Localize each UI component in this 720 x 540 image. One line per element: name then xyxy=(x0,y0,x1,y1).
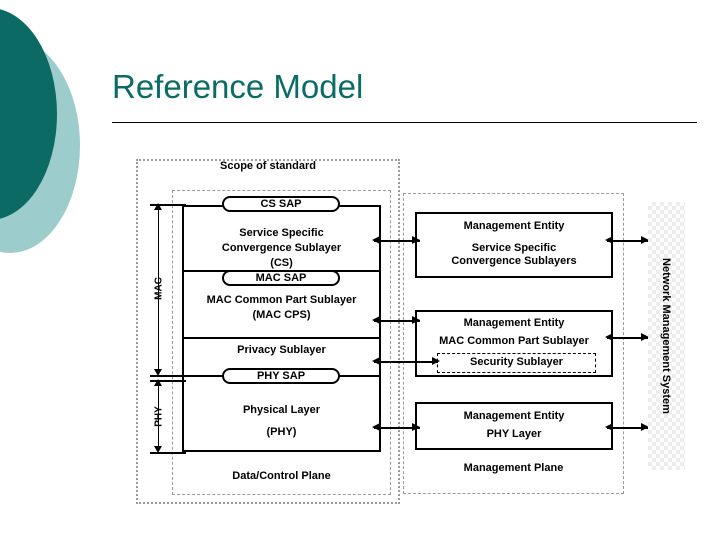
phy-bracket-line xyxy=(158,382,159,450)
layer-phy-line1: Physical Layer xyxy=(242,404,321,416)
connector-me-phy-to-nms xyxy=(607,427,665,429)
management-entity-cs-title: Management Entity xyxy=(463,220,565,232)
management-entity-mac-box: Management Entity MAC Common Part Sublay… xyxy=(415,310,613,377)
security-sublayer-box: Security Sublayer xyxy=(437,353,596,373)
management-entity-cs-box: Management Entity Service Specific Conve… xyxy=(415,212,613,278)
layer-cs-line3: (CS) xyxy=(270,257,293,269)
layer-phy-text: Physical Layer (PHY) xyxy=(182,399,381,443)
title-divider xyxy=(112,122,697,123)
connector-nms-mac-arrow-right xyxy=(641,333,649,341)
scope-of-standard-box xyxy=(136,159,400,504)
management-entity-cs-subtitle-2: Convergence Sublayers xyxy=(451,255,577,267)
connector-nms-mac-arrow-left xyxy=(605,333,613,341)
connector-mac-arrow-left xyxy=(372,316,380,324)
connector-phy-arrow-right xyxy=(412,423,420,431)
layer-privacy-line1: Privacy Sublayer xyxy=(237,344,326,356)
connector-privacy-to-security xyxy=(374,361,438,363)
connector-nms-phy-arrow-right xyxy=(641,423,649,431)
network-management-system-box xyxy=(648,202,685,470)
mac-bracket-line xyxy=(158,206,159,373)
connector-nms-cs-arrow-right xyxy=(641,236,649,244)
mac-bracket-top-tick xyxy=(150,204,186,206)
connector-me-mac-to-nms xyxy=(607,337,665,339)
connector-nms-cs-arrow-left xyxy=(605,236,613,244)
sap-phy: PHY SAP xyxy=(222,368,340,384)
sap-mac: MAC SAP xyxy=(222,270,340,286)
layer-mac-cps-line1: MAC Common Part Sublayer xyxy=(206,294,357,306)
stack-divider-privacy xyxy=(182,337,381,339)
connector-nms-phy-arrow-left xyxy=(605,423,613,431)
page-title: Reference Model xyxy=(112,68,364,105)
management-entity-cs-subtitle-1: Service Specific xyxy=(471,242,557,254)
connector-mac-arrow-right xyxy=(412,316,420,324)
management-plane-box xyxy=(403,193,624,494)
phy-bracket-bottom-tick xyxy=(150,452,186,454)
connector-privacy-arrow-left xyxy=(372,357,380,365)
mac-bracket-label: MAC xyxy=(153,277,165,300)
management-plane-label: Management Plane xyxy=(463,462,564,474)
layer-phy-line2: (PHY) xyxy=(266,426,297,438)
connector-me-cs-to-nms xyxy=(607,240,665,242)
phy-bracket-arrow-down xyxy=(154,446,162,453)
connector-security-arrow-right xyxy=(432,357,440,365)
layer-mac-cps-line2: (MAC CPS) xyxy=(252,309,311,321)
sap-cs: CS SAP xyxy=(222,196,340,212)
phy-bracket-top-tick xyxy=(150,380,186,382)
layer-mac-cps-text: MAC Common Part Sublayer (MAC CPS) xyxy=(182,293,381,323)
mac-bracket-bottom-tick xyxy=(150,375,186,377)
connector-cs-arrow-left xyxy=(372,236,380,244)
data-control-plane-label: Data/Control Plane xyxy=(232,470,331,482)
layer-cs-line2: Convergence Sublayer xyxy=(221,242,342,254)
network-management-system-label: Network Management System xyxy=(660,258,673,414)
connector-cs-to-me xyxy=(374,240,420,242)
management-entity-mac-subtitle-1: MAC Common Part Sublayer xyxy=(439,335,589,347)
layer-cs-line1: Service Specific xyxy=(239,227,324,239)
connector-mac-to-me xyxy=(374,320,420,322)
scope-of-standard-label: Scope of standard xyxy=(220,160,316,172)
phy-bracket-label: PHY xyxy=(153,406,165,427)
layer-privacy-text: Privacy Sublayer xyxy=(182,343,381,358)
connector-phy-to-me xyxy=(374,427,420,429)
management-entity-phy-title: Management Entity xyxy=(463,410,565,422)
data-control-plane-box xyxy=(172,190,391,495)
layer-cs-text: Service Specific Convergence Sublayer (C… xyxy=(182,226,381,271)
management-entity-phy-subtitle-1: PHY Layer xyxy=(486,428,542,440)
mac-bracket-arrow-up xyxy=(154,203,162,210)
phy-bracket-arrow-up xyxy=(154,379,162,386)
management-entity-phy-box: Management Entity PHY Layer xyxy=(415,402,613,450)
management-entity-mac-title: Management Entity xyxy=(463,317,565,329)
connector-cs-arrow-right xyxy=(412,236,420,244)
connector-phy-arrow-left xyxy=(372,423,380,431)
mac-bracket-arrow-down xyxy=(154,369,162,376)
